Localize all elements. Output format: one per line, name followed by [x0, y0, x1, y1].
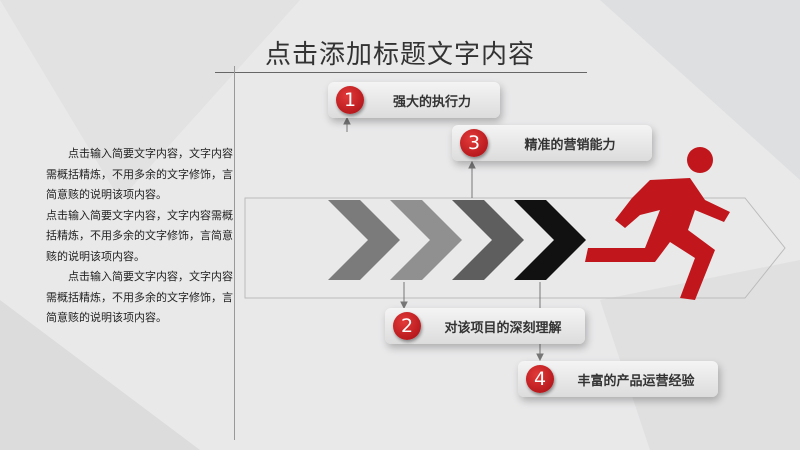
- number-badge: 2: [393, 312, 421, 340]
- number-badge: 3: [460, 129, 488, 157]
- paragraph: 点击输入简要文字内容，文字内容需概括精炼，不用多余的文字修饰，言简意赅的说明该项…: [46, 147, 233, 201]
- number-badge: 4: [526, 365, 554, 393]
- page-title: 点击添加标题文字内容: [264, 40, 535, 70]
- chevron-1: [328, 200, 400, 280]
- item-box-4: 4 丰富的产品运营经验: [518, 361, 718, 397]
- item-label: 对该项目的深刻理解: [444, 320, 562, 336]
- chevron-2: [390, 200, 462, 280]
- runner-icon: [585, 147, 730, 300]
- paragraph: 点击输入简要文字内容，文字内容需概括精炼，不用多余的文字修饰，言简意赅的说明该项…: [46, 270, 233, 324]
- paragraph: 点击输入简要文字内容，文字内容需概括精炼，不用多余的文字修饰，言简意赅的说明该项…: [46, 208, 233, 263]
- item-box-1: 1 强大的执行力: [328, 82, 500, 118]
- item-box-3: 3 精准的营销能力: [452, 125, 652, 161]
- number-badge: 1: [336, 86, 364, 114]
- chevron-4: [514, 200, 586, 280]
- item-label: 精准的营销能力: [524, 137, 616, 153]
- item-label: 强大的执行力: [392, 94, 471, 110]
- description-text: 点击输入简要文字内容，文字内容需概括精炼，不用多余的文字修饰，言简意赅的说明该项…: [46, 144, 236, 329]
- item-box-2: 2 对该项目的深刻理解: [385, 308, 585, 344]
- item-label: 丰富的产品运营经验: [577, 373, 695, 389]
- vertical-divider: [234, 66, 235, 440]
- chevron-3: [452, 200, 524, 280]
- title-divider: [215, 72, 587, 73]
